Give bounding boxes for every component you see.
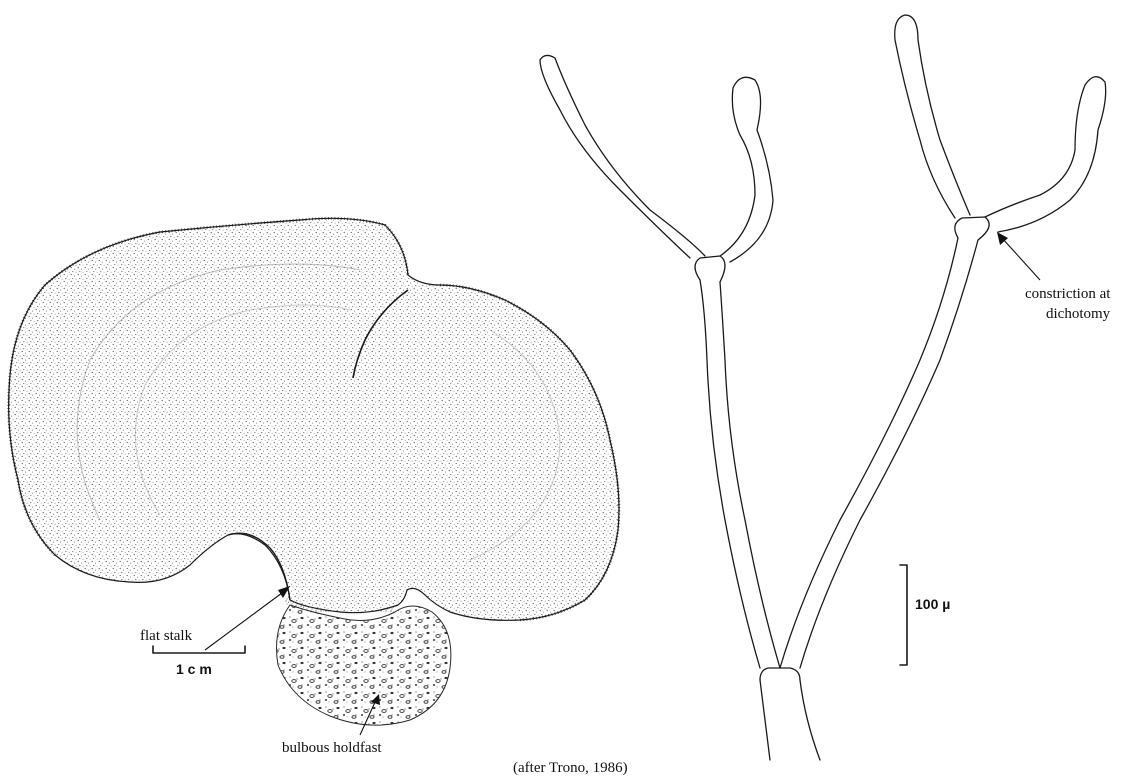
filament-left-left-arm <box>540 55 705 258</box>
filament-left-right-arm <box>720 77 773 262</box>
filament-main-stalk <box>760 680 820 760</box>
filament-right-dichotomy <box>955 217 989 240</box>
bulbous-holdfast-shape <box>277 605 451 725</box>
flat-stalk-label: flat stalk <box>140 628 193 644</box>
blade-shape <box>9 218 619 620</box>
flat-stalk-leader <box>205 590 286 650</box>
scale-bar-right <box>900 565 907 665</box>
filament-left-dichotomy <box>695 256 725 282</box>
filament-lower-junction <box>760 668 800 680</box>
bulbous-holdfast-label: bulbous holdfast <box>282 740 382 756</box>
constriction-leader <box>1002 238 1040 280</box>
scale-bar-left <box>153 646 245 653</box>
credit-label: (after Trono, 1986) <box>513 760 628 776</box>
constriction-label-line2: dichotomy <box>1046 306 1111 322</box>
filament-right-left-arm <box>895 15 970 218</box>
scale-left-label: 1 c m <box>176 661 212 677</box>
filament-right-right-arm <box>985 77 1106 232</box>
constriction-label-line1: constriction at <box>1025 286 1111 302</box>
scale-right-label: 100 µ <box>915 596 950 612</box>
blade-illustration <box>9 218 619 725</box>
filament-left-branch <box>700 280 780 668</box>
filament-illustration <box>540 15 1106 760</box>
